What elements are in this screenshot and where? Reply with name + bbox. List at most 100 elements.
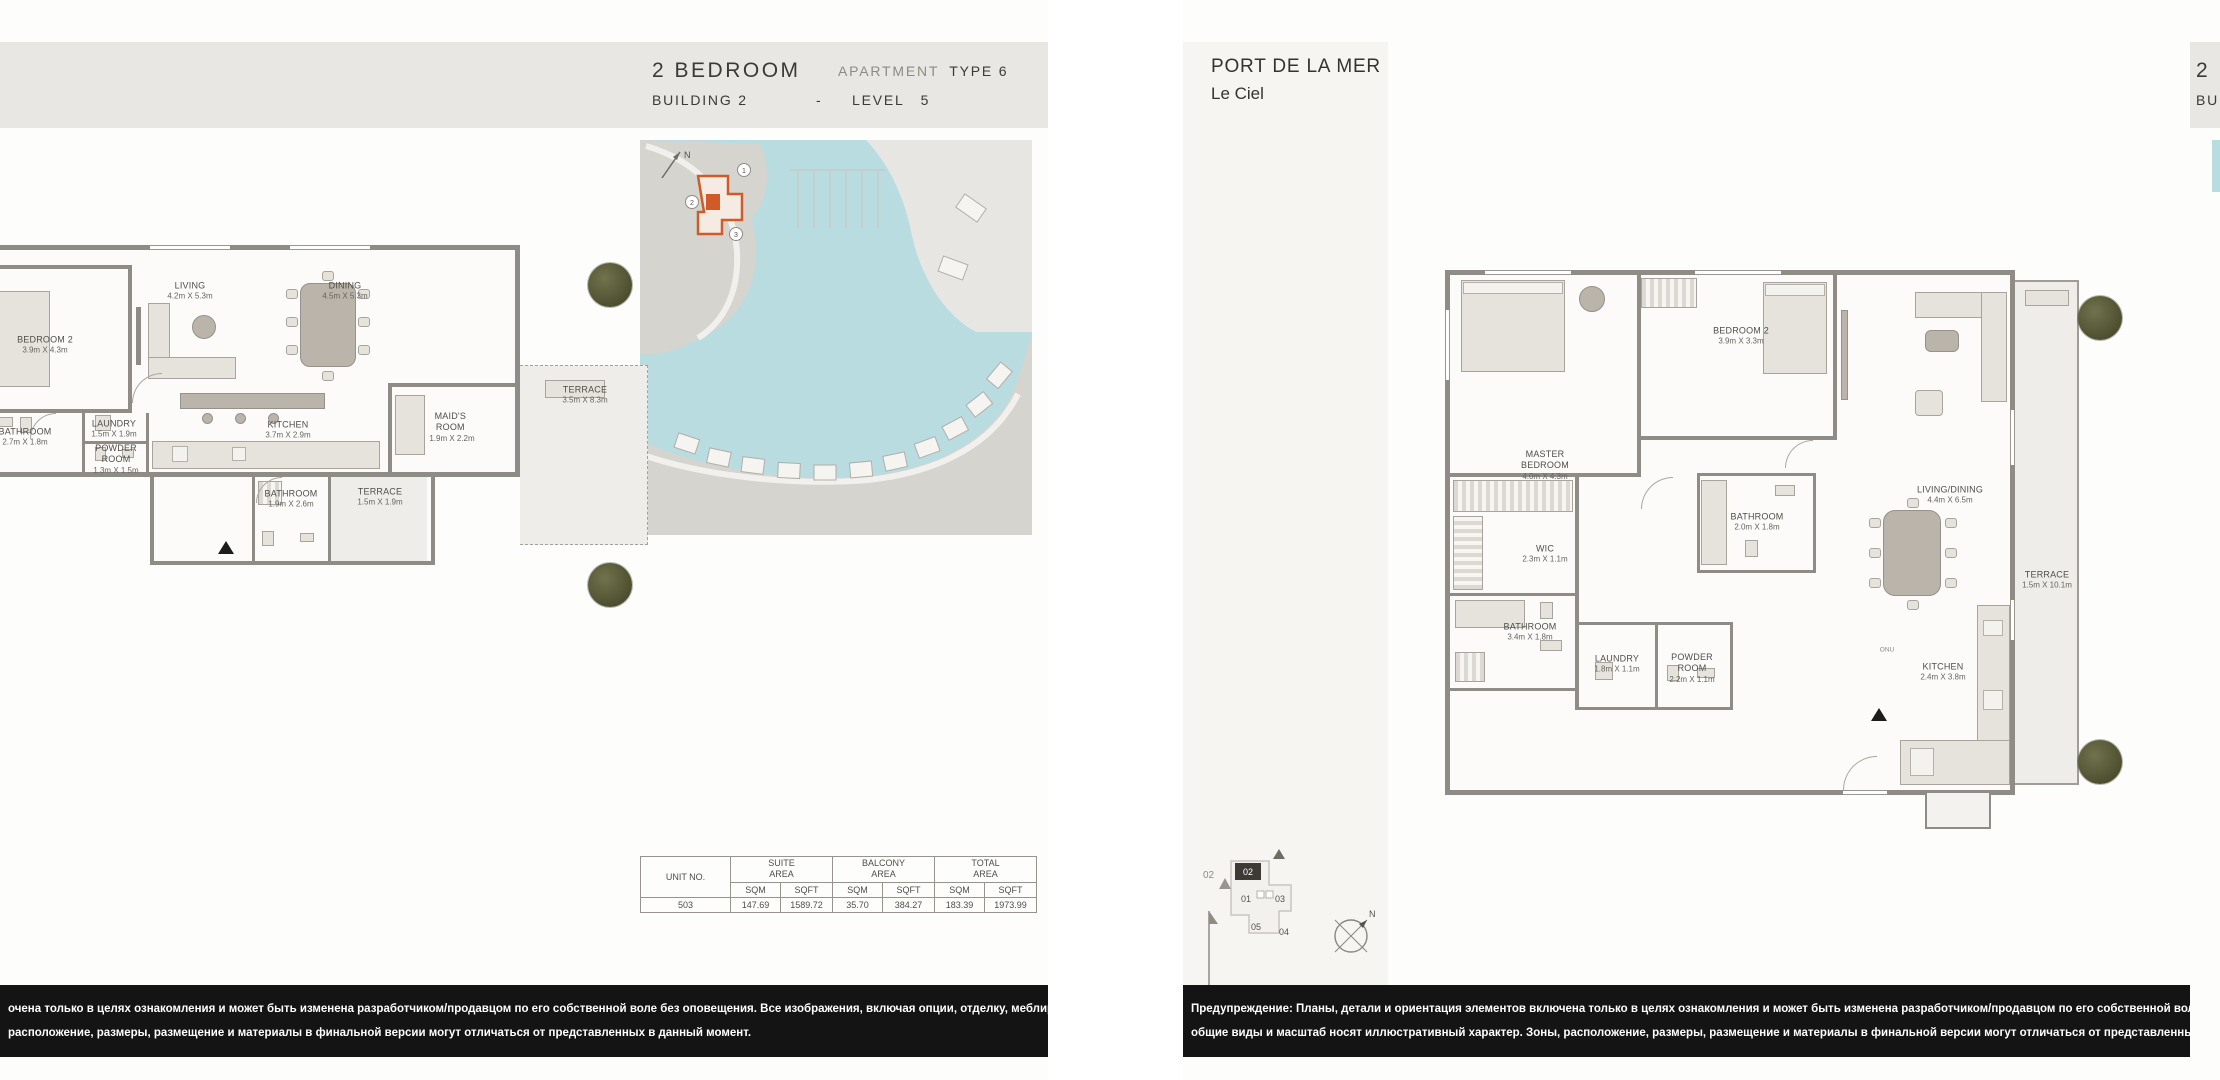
- room-dims: 3.5m X 8.3m: [562, 395, 608, 405]
- toilet-icon: [1745, 540, 1758, 557]
- chair-icon: [358, 289, 370, 299]
- window: [290, 245, 370, 250]
- bathtub-icon: [1701, 480, 1727, 565]
- window: [1445, 310, 1450, 380]
- room-dims: 3.9m X 3.3m: [1718, 336, 1764, 346]
- north-label: N: [1369, 909, 1376, 919]
- chair-icon: [286, 289, 298, 299]
- wall: [1450, 688, 1579, 691]
- entry-marker-icon: [218, 541, 234, 554]
- wall: [388, 383, 518, 387]
- terrace-door-opening: [2010, 600, 2015, 640]
- wall: [328, 477, 331, 561]
- level-number: 5: [920, 92, 931, 108]
- unit-label: 04: [1279, 927, 1289, 937]
- boat-icon: [1219, 878, 1231, 889]
- chair-icon: [358, 317, 370, 327]
- washer-icon: [1595, 662, 1613, 680]
- bathtub-icon: [1455, 600, 1525, 628]
- chair-icon: [286, 317, 298, 327]
- room-name: KITCHEN: [1922, 661, 1964, 672]
- room-name: TERRACE: [2024, 569, 2070, 580]
- room-name: BATHROOM: [264, 488, 318, 499]
- suite-sqft-cell: 1589.72: [780, 896, 833, 913]
- highlighted-unit: [1235, 863, 1261, 880]
- outside-unit-label: 02: [1203, 870, 1215, 881]
- room-name: BEDROOM 2: [17, 334, 73, 345]
- small-terrace-area: [331, 477, 427, 561]
- wall: [85, 441, 146, 444]
- wall: [1697, 570, 1816, 573]
- total-area-header: TOTAL AREA: [934, 856, 1037, 883]
- disclaimer-line: очена только в целях ознакомления и може…: [8, 1003, 1048, 1015]
- appliance-note: ONU: [1879, 646, 1895, 654]
- unit-label: 01: [1241, 894, 1251, 904]
- pillow-icon: [1463, 282, 1563, 294]
- page-title: 2 BEDROOM: [652, 59, 801, 82]
- land-right: [866, 140, 1032, 332]
- tv-unit-icon: [136, 307, 141, 365]
- wall: [128, 265, 132, 413]
- room-name: TERRACE: [357, 486, 403, 497]
- wall: [1579, 622, 1733, 625]
- left-disclaimer-bar: очена только в целях ознакомления и може…: [0, 985, 1048, 1057]
- outdoor-sofa-icon: [2025, 290, 2069, 306]
- map-marker-label: 3: [734, 232, 738, 239]
- right-page: PORT DE LA MER Le Ciel: [1183, 0, 2220, 1080]
- wall: [388, 383, 392, 475]
- next-header-band: 2 BEDROOM BUILDING 2: [2190, 42, 2220, 128]
- entry-marker-icon: [1871, 708, 1887, 721]
- wall: [1450, 473, 1641, 477]
- room-name: POWDER ROOM: [1671, 651, 1713, 673]
- plan-bump: [1925, 791, 1991, 829]
- core-box: [1256, 890, 1265, 899]
- window: [1485, 270, 1571, 275]
- room-dims: 4.5m X 5.3m: [322, 291, 368, 301]
- terrace-area: [2015, 280, 2079, 785]
- wall: [1730, 625, 1733, 710]
- outdoor-sofa-icon: [545, 380, 605, 398]
- disclaimer-line: расположение, размеры, размещение и мате…: [8, 1027, 752, 1039]
- entry-door-opening: [1843, 790, 1887, 795]
- window: [150, 245, 230, 250]
- tree-icon: [588, 563, 632, 607]
- road: [645, 143, 741, 341]
- wardrobe-icon: [1453, 516, 1483, 590]
- room-name: BATHROOM: [1730, 511, 1784, 522]
- pillow-icon: [1765, 284, 1825, 296]
- room-dims: 3.7m X 2.9m: [265, 430, 311, 440]
- sink-icon: [1983, 620, 2003, 636]
- unit-label: 03: [1275, 894, 1285, 904]
- chair-icon: [1945, 548, 1957, 558]
- tree-icon: [588, 263, 632, 307]
- chair-icon: [1945, 578, 1957, 588]
- room-name: LIVING: [174, 280, 206, 291]
- north-label: N: [684, 150, 691, 160]
- wardrobe-icon: [1453, 480, 1573, 512]
- toilet-icon: [1540, 602, 1553, 619]
- sqm-header: SQM: [934, 881, 985, 898]
- disclaimer-line: Предупреждение: Планы, детали и ориентац…: [1191, 1003, 2220, 1015]
- project-subtitle: Le Ciel: [1211, 84, 1264, 103]
- room-name: MASTER BEDROOM: [1521, 448, 1569, 470]
- unit-label: 02: [1243, 867, 1253, 877]
- mast-flag-icon: [1209, 911, 1218, 924]
- separator: -: [816, 92, 823, 108]
- armchair-icon: [1915, 390, 1943, 416]
- sink-icon: [172, 446, 188, 462]
- unit-no-cell: 503: [640, 896, 731, 913]
- chair-icon: [1869, 548, 1881, 558]
- bed-icon: [1763, 282, 1827, 374]
- room-dims: 2.3m X 1.1m: [1522, 554, 1568, 564]
- sink-icon: [1540, 640, 1562, 651]
- washer-icon: [95, 415, 111, 431]
- room-name: TERRACE: [562, 384, 608, 395]
